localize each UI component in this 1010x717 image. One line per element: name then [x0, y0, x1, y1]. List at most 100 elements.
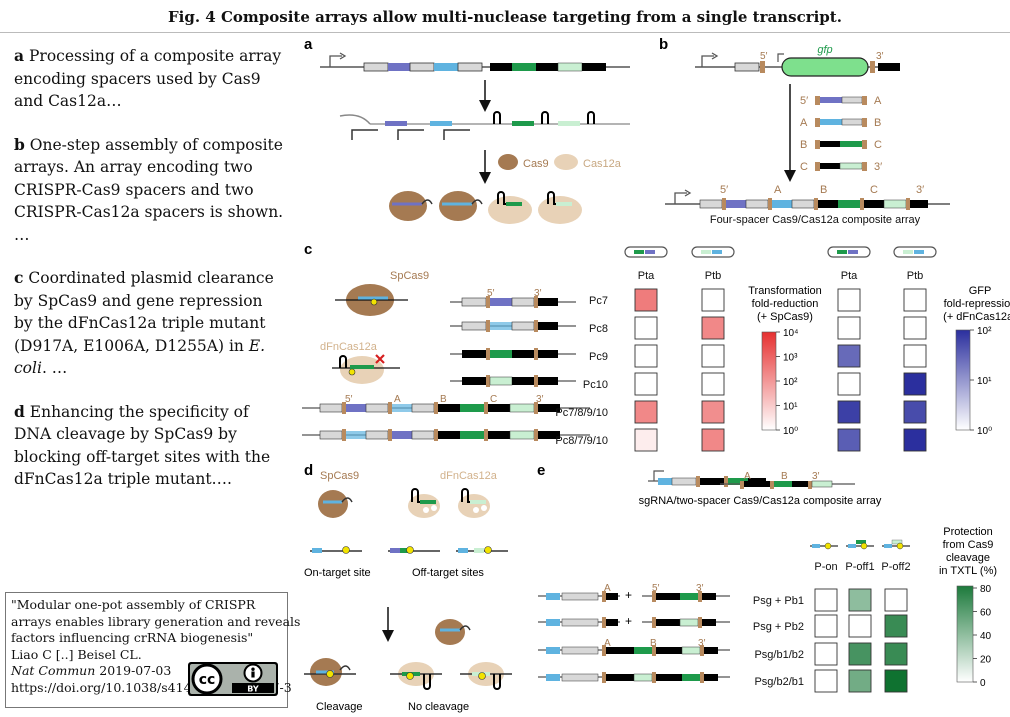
panel-a-complexes	[389, 191, 582, 224]
svg-text:3′: 3′	[696, 583, 704, 594]
red-cross-icon	[375, 354, 385, 364]
heatmap-cell	[701, 428, 725, 452]
citation-title-2: arrays enables library generation and re…	[11, 613, 301, 629]
c-dfncas12a-label: dFnCas12a	[320, 341, 378, 353]
e-col-poff1: P-off1	[845, 561, 874, 573]
heatmap-cell	[634, 344, 658, 368]
colorbar-tick-label: 10¹	[783, 402, 798, 413]
off-target-label: Off-target sites	[412, 567, 484, 579]
e-plus-2: +	[625, 614, 632, 628]
heatmap-cell	[884, 669, 908, 693]
protection-colorbar: Protection from Cas9 cleavage in TXTL (%…	[939, 526, 997, 689]
colorbar-tick-label: 80	[980, 584, 992, 595]
svg-text:fold-reduction: fold-reduction	[752, 298, 819, 310]
c-col-ptb-1: Ptb	[705, 270, 722, 282]
panel-label-d: d	[304, 462, 313, 479]
caption-text: a Processing of a composite array encodi…	[14, 45, 284, 512]
c-row-label: Pc8/7/9/10	[555, 435, 608, 447]
colorbar-tick-label: 10²	[977, 326, 992, 337]
heatmap-cell	[837, 428, 861, 452]
heatmap-cell	[837, 344, 861, 368]
c-heatmap-cells	[634, 288, 927, 452]
c-row-label: Pc7/8/9/10	[555, 407, 608, 419]
heatmap-cell	[837, 316, 861, 340]
heatmap-cell	[903, 428, 927, 452]
sgrna-array-label: sgRNA/two-spacer Cas9/Cas12a composite a…	[639, 495, 882, 507]
svg-text:SpCas9: SpCas9	[320, 470, 359, 482]
svg-text:(+ dFnCas12a): (+ dFnCas12a)	[943, 311, 1010, 323]
e-heatmap-cells	[814, 588, 908, 693]
b-five-prime: 5′	[760, 51, 768, 62]
heatmap-cell	[837, 288, 861, 312]
gfp-label: gfp	[817, 44, 832, 56]
svg-text:3′: 3′	[698, 638, 706, 649]
heatmap-cell	[903, 288, 927, 312]
panel-e-constructs: A 5′ 3′ A B 3′ + +	[538, 583, 730, 683]
svg-text:in TXTL (%): in TXTL (%)	[939, 565, 997, 577]
caption-paragraph-c: c Coordinated plasmid clearance by SpCas…	[14, 268, 274, 377]
svg-text:C: C	[490, 394, 497, 405]
promoter-arrow-icon	[329, 55, 342, 67]
svg-text:dFnCas12a: dFnCas12a	[440, 470, 498, 482]
svg-text:B: B	[820, 184, 827, 196]
svg-text:A: A	[604, 638, 611, 649]
heatmap-cell	[884, 614, 908, 638]
heatmap-cell	[814, 642, 838, 666]
heatmap-cell	[634, 372, 658, 396]
svg-text:3′: 3′	[534, 288, 542, 299]
svg-text:A: A	[744, 471, 751, 482]
panel-b-composite-array: 5′ A B C 3′ Four-spacer Cas9/Cas12a comp…	[665, 184, 950, 226]
heatmap-cell	[701, 400, 725, 424]
colorbar-tick-label: 20	[980, 655, 992, 666]
e-col-poff2: P-off2	[881, 561, 910, 573]
svg-text:A: A	[394, 394, 401, 405]
e-plus-1: +	[625, 588, 632, 602]
colorbar-tick-label: 10³	[783, 353, 798, 364]
heatmap-cell	[814, 588, 838, 612]
colorbar-tick-label: 40	[980, 631, 992, 642]
svg-text:3′: 3′	[812, 471, 820, 482]
colorbar-tick-label: 10⁴	[783, 328, 798, 339]
svg-text:C: C	[800, 161, 808, 173]
svg-text:3′: 3′	[874, 161, 882, 173]
panel-d: SpCas9 dFnCas12a On-target site Off-targ…	[304, 470, 512, 713]
svg-text:3′: 3′	[536, 394, 544, 405]
by-text: BY	[247, 685, 259, 694]
svg-text:C: C	[874, 139, 882, 151]
heatmap-cell	[884, 642, 908, 666]
heatmap-cell	[634, 428, 658, 452]
svg-text:B: B	[440, 394, 447, 405]
heatmap-cell	[634, 400, 658, 424]
svg-text:Protection: Protection	[943, 526, 993, 538]
panel-c-plasmid-icons	[624, 246, 937, 258]
svg-text:B: B	[874, 117, 881, 129]
cas12a-legend-label: Cas12a	[583, 158, 622, 170]
svg-text:fold-repression: fold-repression	[944, 298, 1010, 310]
panel-label-a: a	[304, 36, 313, 53]
heatmap-cell	[634, 316, 658, 340]
c-row-label: Pc8	[589, 323, 608, 335]
colorbar-tick-label: 10⁰	[977, 426, 992, 437]
heatmap-cell	[848, 588, 872, 612]
cas9-legend-label: Cas9	[523, 158, 549, 170]
svg-text:3′: 3′	[916, 184, 924, 196]
cleavage-label: Cleavage	[316, 701, 362, 713]
panel-a-legend: Cas9 Cas12a	[498, 154, 622, 170]
heatmap-cell	[903, 400, 927, 424]
e-row-label: Psg + Pb1	[753, 595, 804, 607]
citation-box: "Modular one-pot assembly of CRISPR arra…	[5, 592, 301, 708]
colorbar-tick-label: 10²	[783, 377, 798, 388]
svg-text:GFP: GFP	[969, 285, 992, 297]
heatmap-cell	[814, 614, 838, 638]
svg-text:C: C	[870, 184, 878, 196]
figure-4-schematic: a b c d e Cas9 Cas12a	[302, 36, 1010, 713]
panel-e-array: A B 3′ sgRNA/two-spacer Cas9/Cas12a comp…	[639, 470, 882, 507]
c-row-label: Pc7	[589, 295, 608, 307]
svg-text:A: A	[874, 95, 882, 107]
promoter-arrow-icon	[674, 192, 687, 204]
figure-title: Fig. 4 Composite arrays allow multi-nucl…	[0, 0, 1010, 33]
svg-text:5′: 5′	[800, 95, 808, 107]
c-col-ptb-2: Ptb	[907, 270, 924, 282]
svg-text:B: B	[650, 638, 657, 649]
